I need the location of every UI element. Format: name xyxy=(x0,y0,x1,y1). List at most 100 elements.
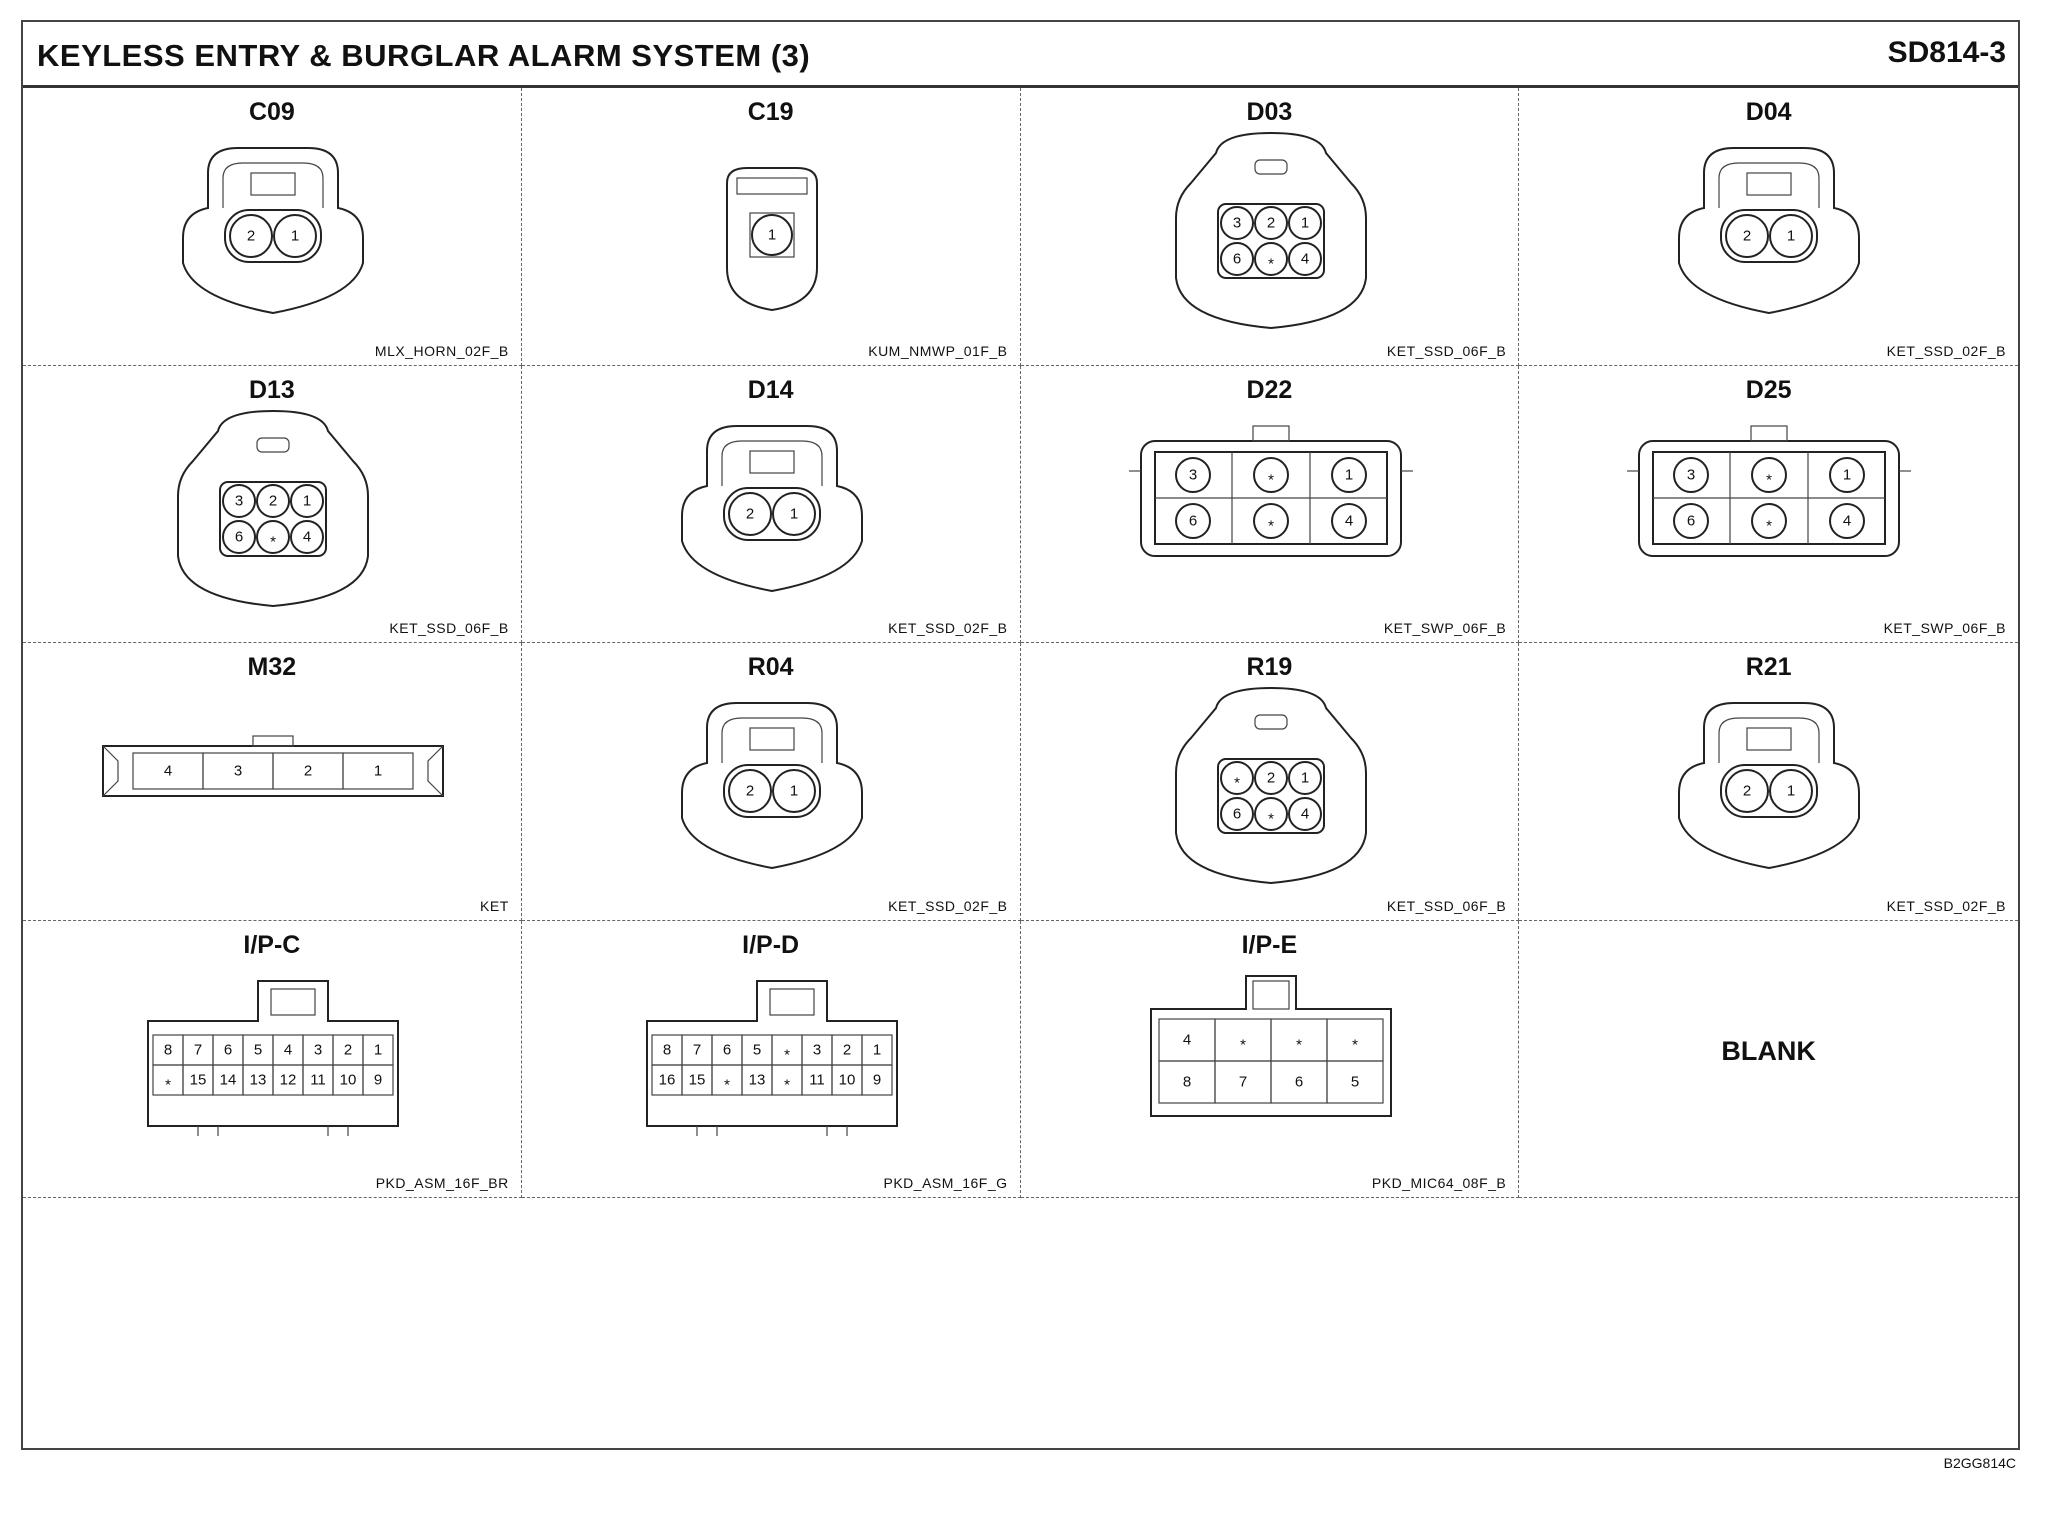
svg-text:2: 2 xyxy=(247,228,255,245)
connector-housing xyxy=(147,979,399,1127)
pin-label: 6 xyxy=(224,1041,232,1058)
pin: 1 xyxy=(290,483,324,518)
pin-label: 3 xyxy=(813,1041,821,1058)
pin-label: 3 xyxy=(234,763,242,780)
pin: * xyxy=(1751,456,1788,493)
svg-text:*: * xyxy=(1766,517,1772,534)
pin: * xyxy=(1751,502,1788,539)
page-title: KEYLESS ENTRY & BURGLAR ALARM SYSTEM (3) xyxy=(37,38,811,73)
pin-label: 11 xyxy=(809,1071,825,1088)
pin-label: 2 xyxy=(344,1041,352,1058)
pin: 2 xyxy=(256,483,290,518)
connector-drawing: 1 xyxy=(725,167,818,312)
pin: 2 xyxy=(229,214,273,258)
pin: 2 xyxy=(1253,761,1288,795)
pin: 1 xyxy=(750,214,793,256)
cavity-block xyxy=(1720,209,1819,263)
pin-label: * xyxy=(1352,1036,1358,1053)
svg-text:1: 1 xyxy=(1300,770,1308,787)
pin-label: 4 xyxy=(164,763,172,780)
connector-part-number: KET_SSD_02F_B xyxy=(888,620,1008,636)
connector-latch xyxy=(222,162,324,208)
pin-label: 16 xyxy=(658,1071,675,1088)
pin: 3 xyxy=(1219,206,1254,240)
connector-part-number: MLX_HORN_02F_B xyxy=(374,342,509,359)
connector-latch xyxy=(721,439,823,486)
connector-latch xyxy=(270,987,316,1016)
pin-cavity xyxy=(362,1063,394,1096)
svg-text:*: * xyxy=(270,533,276,550)
svg-text:*: * xyxy=(1268,811,1274,828)
pin-label: * xyxy=(724,1076,730,1093)
pin-label: 1 xyxy=(374,1041,382,1058)
pin: 2 xyxy=(727,491,772,536)
pin-label: 6 xyxy=(1294,1073,1302,1090)
pin: 1 xyxy=(771,769,816,813)
pin-label: * xyxy=(1296,1036,1302,1053)
pin-label: * xyxy=(1240,1036,1246,1053)
pin: * xyxy=(1253,797,1288,831)
svg-text:6: 6 xyxy=(1687,512,1695,529)
connector-id: C09 xyxy=(248,98,295,126)
svg-text:4: 4 xyxy=(1344,512,1352,529)
pin: 4 xyxy=(1330,502,1367,539)
pin-label: 8 xyxy=(1182,1073,1190,1090)
pin-label: * xyxy=(784,1076,790,1093)
connector-drawing: 3*16*4 xyxy=(1128,424,1413,557)
connector-id: D04 xyxy=(1745,98,1792,126)
pin-label: * xyxy=(784,1046,790,1063)
connector-housing xyxy=(680,424,863,592)
connector-latch xyxy=(1253,159,1288,175)
connector-id: I/P-C xyxy=(243,930,301,959)
pin-cavity xyxy=(342,752,414,790)
pin-cavity xyxy=(861,1063,893,1096)
svg-text:4: 4 xyxy=(1300,251,1308,268)
cavity-block xyxy=(722,764,821,818)
svg-text:4: 4 xyxy=(303,528,311,545)
page-code: SD814-3 xyxy=(1887,36,2006,69)
pin: 1 xyxy=(1287,761,1322,795)
svg-text:*: * xyxy=(1766,471,1772,488)
pin: 1 xyxy=(273,214,317,258)
bottom-tabs xyxy=(696,1125,848,1136)
pin: 2 xyxy=(727,769,772,813)
svg-text:*: * xyxy=(1234,775,1240,792)
pin: 2 xyxy=(1253,206,1288,240)
latch-window xyxy=(749,727,795,751)
pin-label: 5 xyxy=(254,1041,262,1058)
connector-part-number: KET_SSD_02F_B xyxy=(1886,342,2006,359)
svg-text:2: 2 xyxy=(1743,783,1751,800)
pin: 4 xyxy=(1287,797,1322,831)
connector-latch xyxy=(1251,979,1290,1010)
pin: 1 xyxy=(771,491,816,536)
svg-text:2: 2 xyxy=(1266,770,1274,787)
svg-text:6: 6 xyxy=(1232,806,1240,823)
svg-text:1: 1 xyxy=(291,228,299,245)
blank-label: BLANK xyxy=(1721,1035,1816,1066)
connector-id: C19 xyxy=(747,98,794,126)
connector-latch xyxy=(1750,424,1788,442)
svg-text:1: 1 xyxy=(1787,228,1795,245)
pin: 4 xyxy=(1287,242,1322,276)
latch-window xyxy=(1746,727,1792,751)
connector-housing xyxy=(1678,147,1861,315)
svg-text:1: 1 xyxy=(790,505,798,522)
pin-label: 8 xyxy=(164,1041,172,1058)
pin: * xyxy=(256,519,290,554)
pin-label: 5 xyxy=(1350,1073,1358,1090)
pin: 2 xyxy=(1725,769,1770,813)
pin: 6 xyxy=(1219,797,1254,831)
pin-label: 10 xyxy=(340,1071,357,1088)
svg-text:2: 2 xyxy=(746,505,754,522)
